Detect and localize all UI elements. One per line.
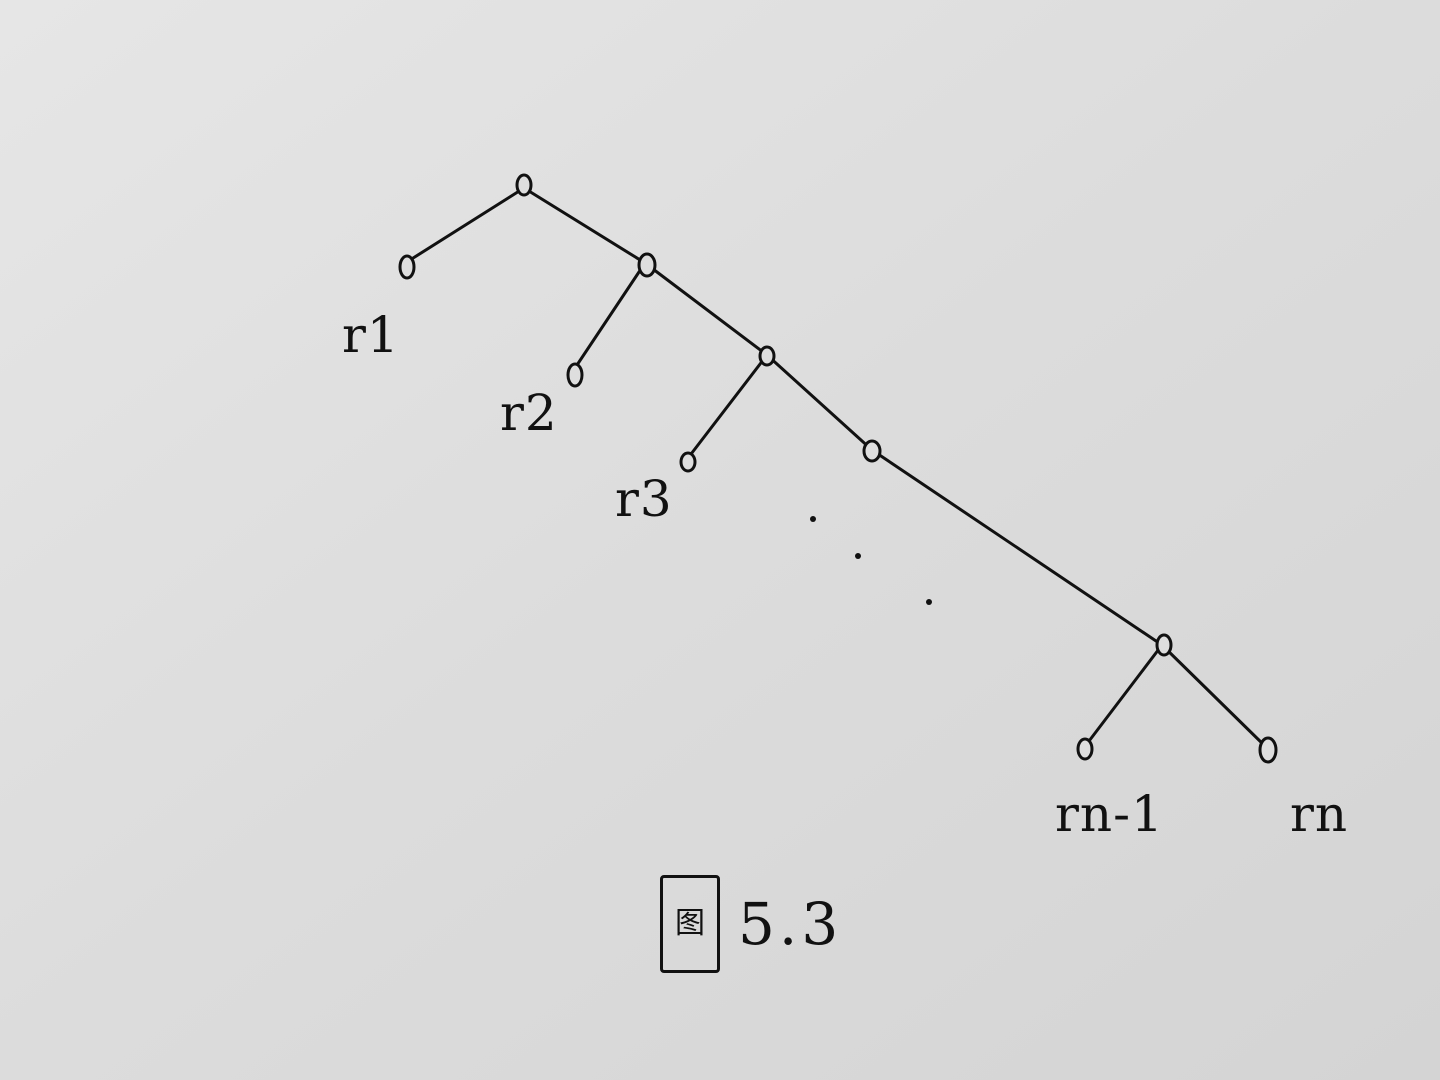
node-root xyxy=(515,173,533,197)
label-rn-1: rn-1 xyxy=(1055,785,1164,843)
figure-caption: 图 5.3 xyxy=(660,875,842,973)
figure-number: 5.3 xyxy=(738,890,843,958)
node-internal-4 xyxy=(862,439,882,463)
node-leaf-r1 xyxy=(398,254,416,280)
label-r3: r3 xyxy=(615,470,673,528)
node-leaf-r3 xyxy=(679,451,697,473)
edge-n4-n5 xyxy=(870,448,1164,647)
tree-nodes xyxy=(398,173,1278,764)
edge-n5-rn1 xyxy=(1084,643,1164,747)
edge-n5-rn xyxy=(1160,643,1269,750)
node-leaf-rn1 xyxy=(1076,737,1094,761)
node-internal-2 xyxy=(637,252,657,278)
ellipsis-dot xyxy=(855,553,861,559)
tree-edges xyxy=(408,186,1269,750)
figure-mark: 图 xyxy=(660,875,720,973)
label-rn: rn xyxy=(1290,785,1349,843)
edge-n2-r2 xyxy=(573,261,647,370)
ellipsis-dots xyxy=(810,516,932,605)
label-r2: r2 xyxy=(500,384,558,442)
edge-n2-n3 xyxy=(643,261,769,357)
edge-n3-r3 xyxy=(686,353,769,460)
ellipsis-dot xyxy=(926,599,932,605)
node-leaf-rn xyxy=(1258,736,1278,764)
edge-root-r1 xyxy=(408,186,526,262)
node-internal-5 xyxy=(1155,633,1173,657)
edge-n3-n4 xyxy=(765,353,874,452)
ellipsis-dot xyxy=(810,516,816,522)
node-internal-3 xyxy=(758,345,776,367)
node-leaf-r2 xyxy=(566,362,584,388)
edge-root-n2 xyxy=(522,186,647,265)
label-r1: r1 xyxy=(342,306,400,364)
